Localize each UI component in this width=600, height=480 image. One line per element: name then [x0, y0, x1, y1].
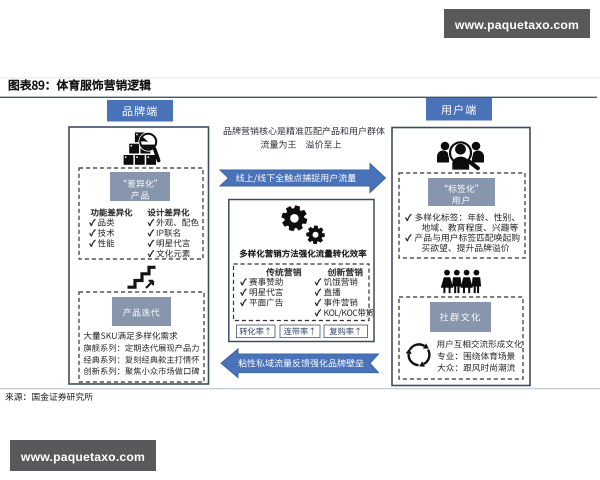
- svg-text:www.paquetaxo.com: www.paquetaxo.com: [454, 18, 579, 32]
- svg-text:www.paquetaxo.com: www.paquetaxo.com: [20, 450, 145, 464]
